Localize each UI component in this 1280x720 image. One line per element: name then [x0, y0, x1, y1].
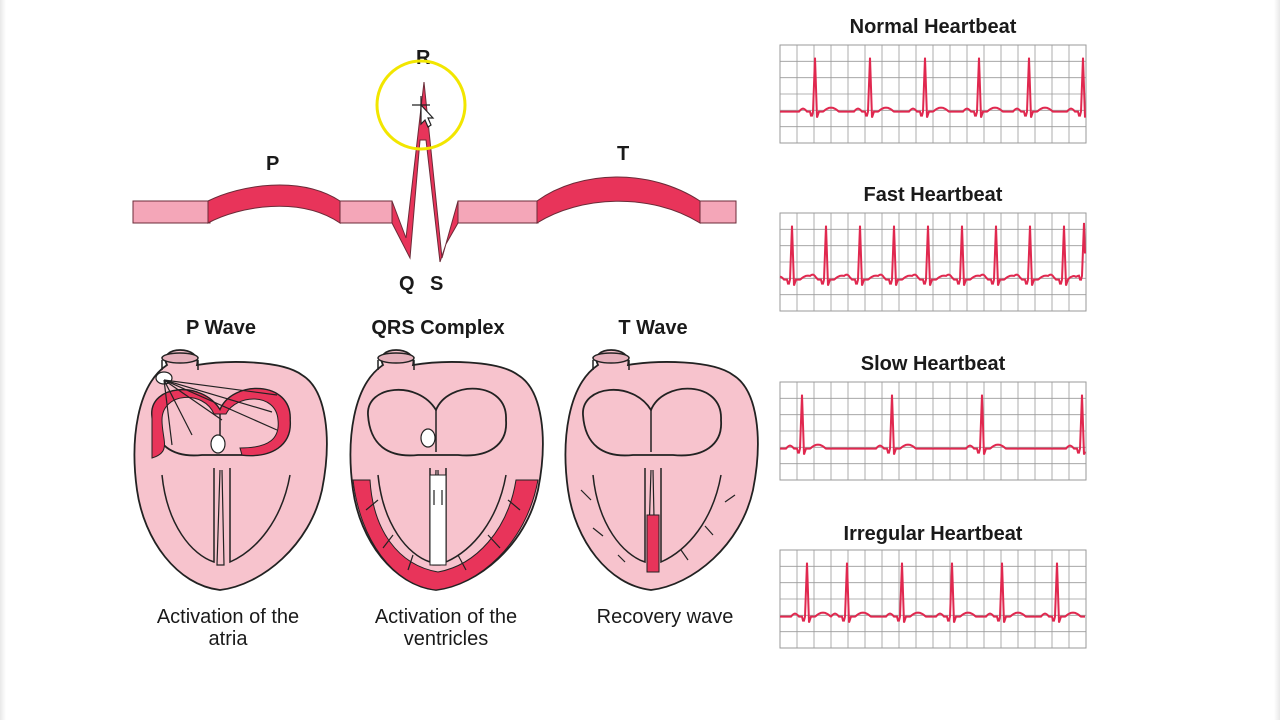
p-wave-band — [207, 184, 341, 224]
ecg-grid — [779, 44, 1087, 144]
left-window-edge — [0, 0, 6, 720]
heart-p-wave — [133, 349, 328, 591]
strip-title: Normal Heartbeat — [850, 16, 1017, 38]
ecg-grid — [779, 549, 1087, 649]
ventricle-activation-band — [352, 479, 539, 591]
cursor-ring — [375, 59, 467, 151]
heart-caption: Activation of the — [157, 606, 299, 628]
ecg-grid — [779, 212, 1087, 312]
baseline-segment — [699, 200, 737, 224]
ecg-strip-irregular: Irregular Heartbeat — [779, 523, 1087, 649]
t-label: T — [617, 143, 629, 165]
p-label: P — [266, 153, 279, 175]
ecg-trace — [780, 57, 1086, 118]
move-cursor-icon — [412, 96, 435, 128]
t-wave-band — [536, 176, 701, 224]
q-label: Q — [399, 273, 415, 295]
strip-title: Fast Heartbeat — [864, 184, 1003, 206]
heart-caption: Recovery wave — [597, 606, 734, 628]
heart-qrs-complex — [349, 349, 544, 591]
ecg-trace — [780, 394, 1086, 455]
conduction-arrows — [155, 371, 278, 446]
heart-caption: atria — [209, 628, 249, 650]
qrs-complex-band — [391, 81, 459, 263]
pqrst-waveform: P R Q S T — [132, 47, 737, 295]
strip-title: Slow Heartbeat — [861, 353, 1006, 375]
right-window-edge — [1274, 0, 1280, 720]
baseline-segment — [339, 200, 393, 224]
heart-titles: P Wave QRS Complex T Wave — [186, 317, 688, 339]
ecg-trace — [779, 222, 1086, 286]
ecg-strip-slow: Slow Heartbeat — [779, 353, 1087, 481]
heart-title: P Wave — [186, 317, 256, 339]
heart-t-wave — [564, 349, 759, 591]
strip-title: Irregular Heartbeat — [844, 523, 1023, 545]
septum-recovery-band — [646, 514, 660, 573]
heart-title: QRS Complex — [371, 317, 504, 339]
ecg-grid — [779, 381, 1087, 481]
repolarization-arrows — [580, 489, 736, 563]
ecg-strip-fast: Fast Heartbeat — [779, 184, 1087, 312]
heart-title: T Wave — [618, 317, 687, 339]
baseline-segment — [457, 200, 539, 224]
s-label: S — [430, 273, 443, 295]
ecg-trace — [780, 562, 1085, 623]
ecg-strips: Normal Heartbeat Fast Heartbeat Slow Hea… — [779, 16, 1087, 649]
ecg-strip-normal: Normal Heartbeat — [779, 16, 1087, 144]
heart-caption: ventricles — [404, 628, 488, 650]
depolarization-arrows — [365, 490, 521, 571]
heart-captions: Activation of the atria Activation of th… — [157, 606, 734, 650]
baseline-segment — [132, 200, 211, 224]
cursor-highlight — [375, 59, 467, 151]
r-label: R — [416, 47, 431, 69]
heart-caption: Activation of the — [375, 606, 517, 628]
